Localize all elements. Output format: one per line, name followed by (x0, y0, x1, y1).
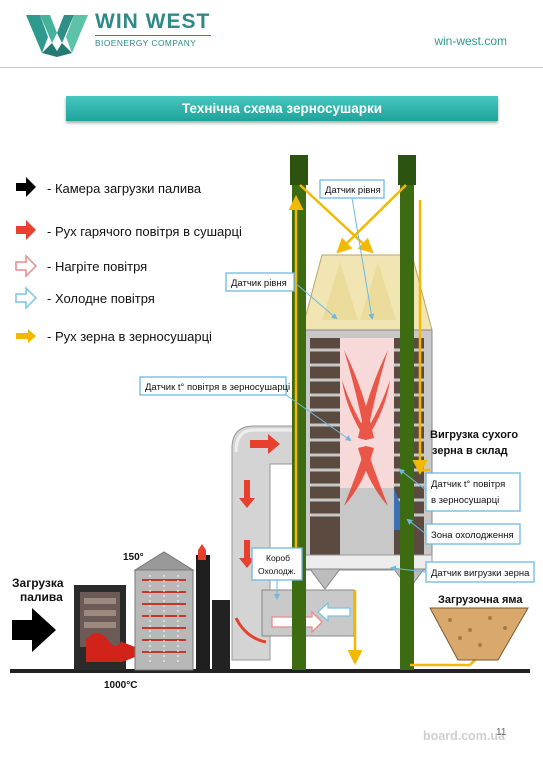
legend-label-fuel-chamber: - Камера загрузки палива (47, 181, 202, 196)
level-sensor-left-label: Датчик рівня (231, 278, 287, 289)
loading-pit (429, 607, 529, 661)
legend-label-cold-air: - Холодне повітря (47, 291, 155, 306)
unload-dry-grain-label-2: зерна в склад (432, 445, 508, 457)
air-temp-sensor-label: Датчик t° повітря в зерносушарці (145, 382, 290, 393)
ground-line (10, 669, 530, 673)
furnace (74, 585, 148, 670)
page-title: Технічна схема зерносушарки (66, 96, 498, 121)
legend-arrow-blue (15, 286, 38, 310)
leader-lines (274, 197, 427, 600)
win-west-logo-icon (26, 15, 88, 57)
loading-pit-label: Загрузочна яма (438, 594, 523, 606)
brand-name: WIN WEST (95, 10, 211, 33)
temp-1000-label: 1000°С (104, 680, 137, 691)
left-elevator (292, 158, 306, 670)
site-url-link[interactable]: win-west.com (434, 34, 507, 48)
watermark: board.com.ua (423, 729, 505, 743)
legend-label-hot-air: - Рух гарячого повітря в сушарці (47, 224, 242, 239)
cooling-box-label-2: Охолодж. (258, 566, 296, 576)
legend-arrow-red (16, 220, 36, 240)
air-temp-sensor-2-line2: в зерносушарці (431, 495, 499, 506)
callouts (139, 179, 535, 583)
legend-label-heated-air: - Нагріте повітря (47, 259, 147, 274)
fuel-load-label-2: палива (20, 590, 63, 604)
right-elevator (400, 158, 414, 670)
fuel-load-label-1: Загрузка (12, 576, 64, 590)
unload-sensor-label: Датчик вигрузки зерна (431, 568, 530, 579)
fuel-load-arrow (12, 608, 56, 652)
cooling-zone-label: Зона охолодження (431, 530, 514, 541)
legend: - Камера загрузки палива - Рух гарячого … (15, 177, 242, 344)
brand-underline (95, 35, 211, 36)
brand-tagline: BIOENERGY COMPANY (95, 38, 197, 48)
legend-arrow-pink (15, 254, 38, 278)
level-sensor-top-label: Датчик рівня (325, 185, 381, 196)
air-temp-sensor-2-line1: Датчик t° повітря (431, 479, 505, 490)
legend-arrow-black (16, 177, 36, 197)
legend-arrow-yellow (16, 329, 36, 343)
legend-label-grain-flow: - Рух зерна в зерносушарці (47, 329, 212, 344)
page-header: WIN WEST BIOENERGY COMPANY win-west.com (0, 0, 543, 68)
page-number: 11 (496, 727, 507, 738)
heat-exchanger (133, 544, 230, 671)
cooling-box-label-1: Короб (266, 553, 290, 563)
unload-dry-grain-label-1: Вигрузка сухого (430, 429, 518, 441)
temp-150-label: 150° (123, 552, 144, 563)
